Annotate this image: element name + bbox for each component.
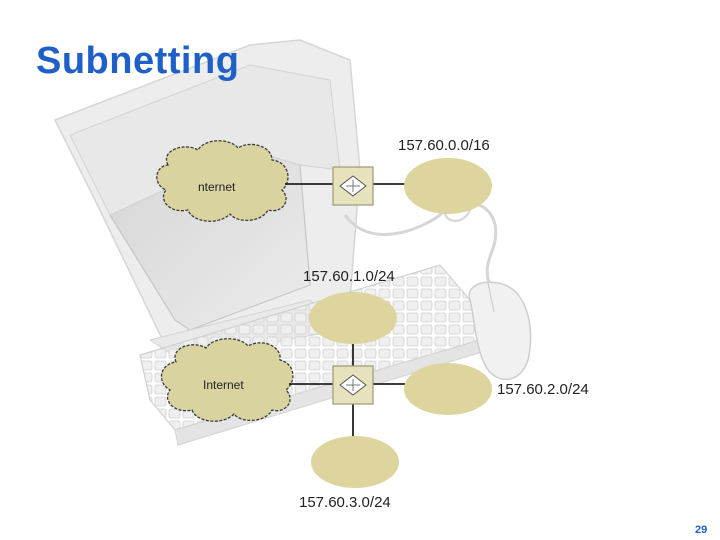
bottom-diagram: Internet 157.60.1.0/24 157.60.2.0/24 157… bbox=[160, 268, 589, 511]
monitor-bezel bbox=[69, 64, 341, 216]
mouse-button-split bbox=[487, 282, 495, 313]
top-network-segment bbox=[404, 158, 492, 214]
page-number: 29 bbox=[695, 524, 708, 536]
top-internet-cloud bbox=[156, 140, 289, 222]
subnet-3-segment bbox=[311, 436, 399, 488]
mouse bbox=[468, 281, 532, 381]
top-diagram: nternet 157.60.0.0/16 bbox=[156, 137, 492, 222]
subnet-1-label: 157.60.1.0/24 bbox=[303, 268, 395, 285]
subnet-2-segment bbox=[404, 363, 492, 415]
subnet-1-segment bbox=[309, 292, 397, 344]
top-network-label: 157.60.0.0/16 bbox=[398, 137, 490, 154]
slide-title: Subnetting bbox=[36, 40, 240, 82]
bottom-internet-label: Internet bbox=[203, 378, 244, 392]
subnet-2-label: 157.60.2.0/24 bbox=[497, 381, 589, 398]
top-router-icon bbox=[332, 166, 374, 206]
top-internet-label: nternet bbox=[198, 180, 236, 194]
subnet-3-label: 157.60.3.0/24 bbox=[299, 494, 391, 511]
bottom-internet-cloud bbox=[160, 338, 294, 422]
bottom-router-icon bbox=[332, 365, 374, 405]
